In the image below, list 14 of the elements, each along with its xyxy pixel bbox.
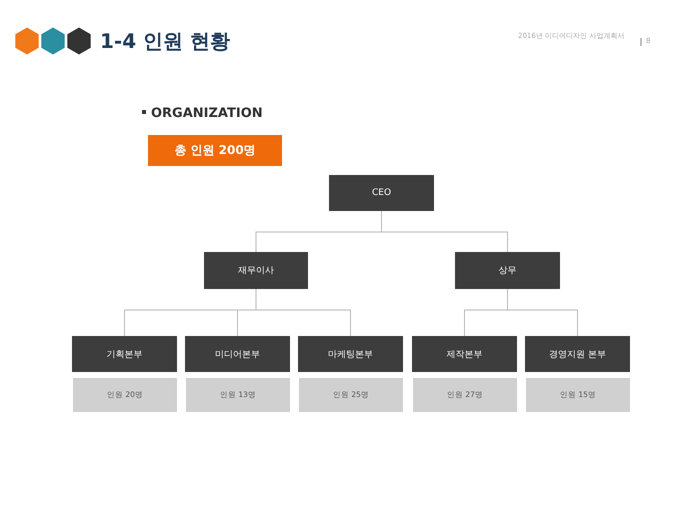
org-box: 재무이사	[204, 252, 308, 289]
org-box: 미디어본부	[185, 336, 290, 372]
connector-line	[256, 288, 351, 336]
org-box: 마케팅본부	[298, 336, 403, 372]
org-box: CEO	[329, 175, 434, 211]
org-box: 경영지원 본부	[525, 336, 630, 372]
org-box: 제작본부	[412, 336, 517, 372]
connector-line	[507, 288, 578, 336]
connector-line	[381, 210, 508, 252]
section-heading: ORGANIZATION	[142, 106, 263, 121]
page-title: 1-4 인원 현황	[100, 28, 230, 55]
org-box: 상무	[455, 252, 560, 289]
total-badge: 총 인원 200명	[148, 135, 282, 166]
org-box: 기획본부	[72, 336, 177, 372]
